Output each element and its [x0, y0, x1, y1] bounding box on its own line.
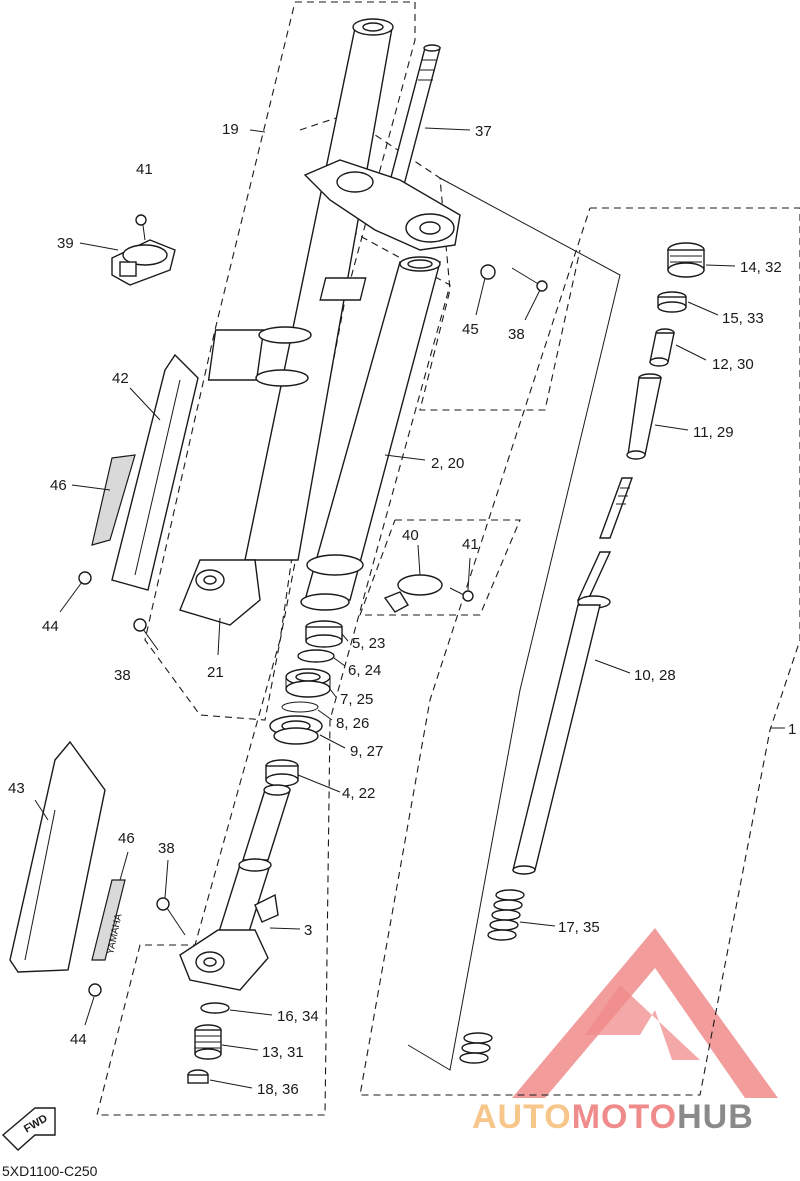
oil-seal-7	[285, 668, 331, 698]
label-44-lower: 44	[70, 1031, 87, 1048]
label-37: 37	[475, 123, 492, 140]
bolt-41-top	[135, 214, 147, 241]
under-bracket	[303, 159, 461, 251]
label-15-33: 15, 33	[722, 310, 764, 327]
axle-holder-3	[179, 784, 291, 991]
label-38-top: 38	[508, 326, 525, 343]
label-9-27: 9, 27	[350, 743, 383, 760]
watermark-text-moto: MOTO	[572, 1098, 677, 1136]
label-43: 43	[8, 780, 25, 797]
outline-item-40	[359, 519, 521, 616]
label-2-20: 2, 20	[431, 455, 464, 472]
label-8-26: 8, 26	[336, 715, 369, 732]
decal-46-lower: YAMAHA	[91, 879, 126, 961]
label-11-29: 11, 29	[693, 424, 734, 441]
piston-rod-11	[626, 373, 662, 460]
label-21: 21	[207, 664, 224, 681]
group-outlines	[96, 1, 800, 1116]
leader-lines	[34, 127, 785, 1089]
outline-outer-tube-group	[144, 1, 416, 721]
inner-tube-2	[300, 256, 441, 611]
label-16-34: 16, 34	[277, 1008, 319, 1025]
watermark-logo: AUTOMOTOHUB	[472, 928, 778, 1136]
label-1: 1	[788, 721, 796, 738]
damper-rod-10	[512, 551, 612, 875]
nut-45	[480, 264, 496, 280]
base-valve-13	[194, 1024, 222, 1060]
rod-thread	[598, 477, 634, 539]
label-18-36: 18, 36	[257, 1081, 299, 1098]
label-13-31: 13, 31	[262, 1044, 304, 1061]
outline-cartridge-group	[359, 207, 800, 1096]
fork-guard-42	[111, 353, 199, 591]
label-46-upper: 46	[50, 477, 67, 494]
bolt-38-middle	[133, 618, 159, 651]
label-3: 3	[304, 922, 312, 939]
label-44-upper: 44	[42, 618, 59, 635]
bushing-4	[265, 759, 299, 787]
watermark-text-hub: HUB	[677, 1098, 754, 1136]
outer-tube-19	[179, 18, 394, 626]
bolt-38-lower	[156, 897, 186, 936]
label-12-30: 12, 30	[712, 356, 754, 373]
diagram-code: 5XD1100-C250	[2, 1163, 98, 1179]
bolt-38-top	[511, 267, 548, 292]
label-38-lower: 38	[158, 840, 175, 857]
label-45: 45	[462, 321, 479, 338]
label-40: 40	[402, 527, 419, 544]
label-4-22: 4, 22	[342, 785, 375, 802]
label-7-25: 7, 25	[340, 691, 373, 708]
watermark-triangle	[512, 928, 778, 1098]
washer-16	[200, 1002, 230, 1014]
fwd-arrow: FWD	[1, 1107, 56, 1151]
label-41-clamp: 41	[462, 536, 479, 553]
bolt-44-upper	[78, 571, 92, 585]
adjuster-12	[649, 328, 675, 367]
washer-6	[297, 649, 335, 663]
bolt-41-clamp	[449, 587, 474, 602]
cap-bolt-14	[667, 242, 705, 278]
bushing-5	[305, 620, 343, 648]
label-38-middle: 38	[114, 667, 131, 684]
label-41-top: 41	[136, 161, 153, 178]
bolt-44-lower	[88, 983, 102, 997]
clamp-40	[383, 574, 443, 613]
label-42: 42	[112, 370, 129, 387]
label-17-35: 17, 35	[558, 919, 600, 936]
callout-labels: 19 37 41 39 14, 32 15, 33 45 38 12, 30 4…	[8, 121, 796, 1098]
dust-seal-9	[269, 715, 323, 745]
label-46-lower: 46	[118, 830, 135, 847]
hose-guide-39	[111, 239, 176, 286]
outline-damper-group	[407, 177, 621, 1071]
label-6-24: 6, 24	[348, 662, 381, 679]
watermark-triangle-inner	[585, 985, 700, 1060]
fork-guard-43	[9, 740, 106, 973]
label-39: 39	[57, 235, 74, 252]
outline-clamp-group	[299, 114, 581, 411]
label-14-32: 14, 32	[740, 259, 782, 276]
nut-15	[657, 291, 687, 313]
label-5-23: 5, 23	[352, 635, 385, 652]
decal-46-upper	[91, 454, 136, 546]
svg-text:AUTOMOTOHUB: AUTOMOTOHUB	[472, 1098, 754, 1136]
label-10-28: 10, 28	[634, 667, 676, 684]
clip-8	[281, 701, 319, 713]
bolt-18	[187, 1069, 209, 1084]
spring-17	[459, 889, 525, 1064]
watermark-text-auto: AUTO	[472, 1098, 572, 1136]
label-19: 19	[222, 121, 239, 138]
